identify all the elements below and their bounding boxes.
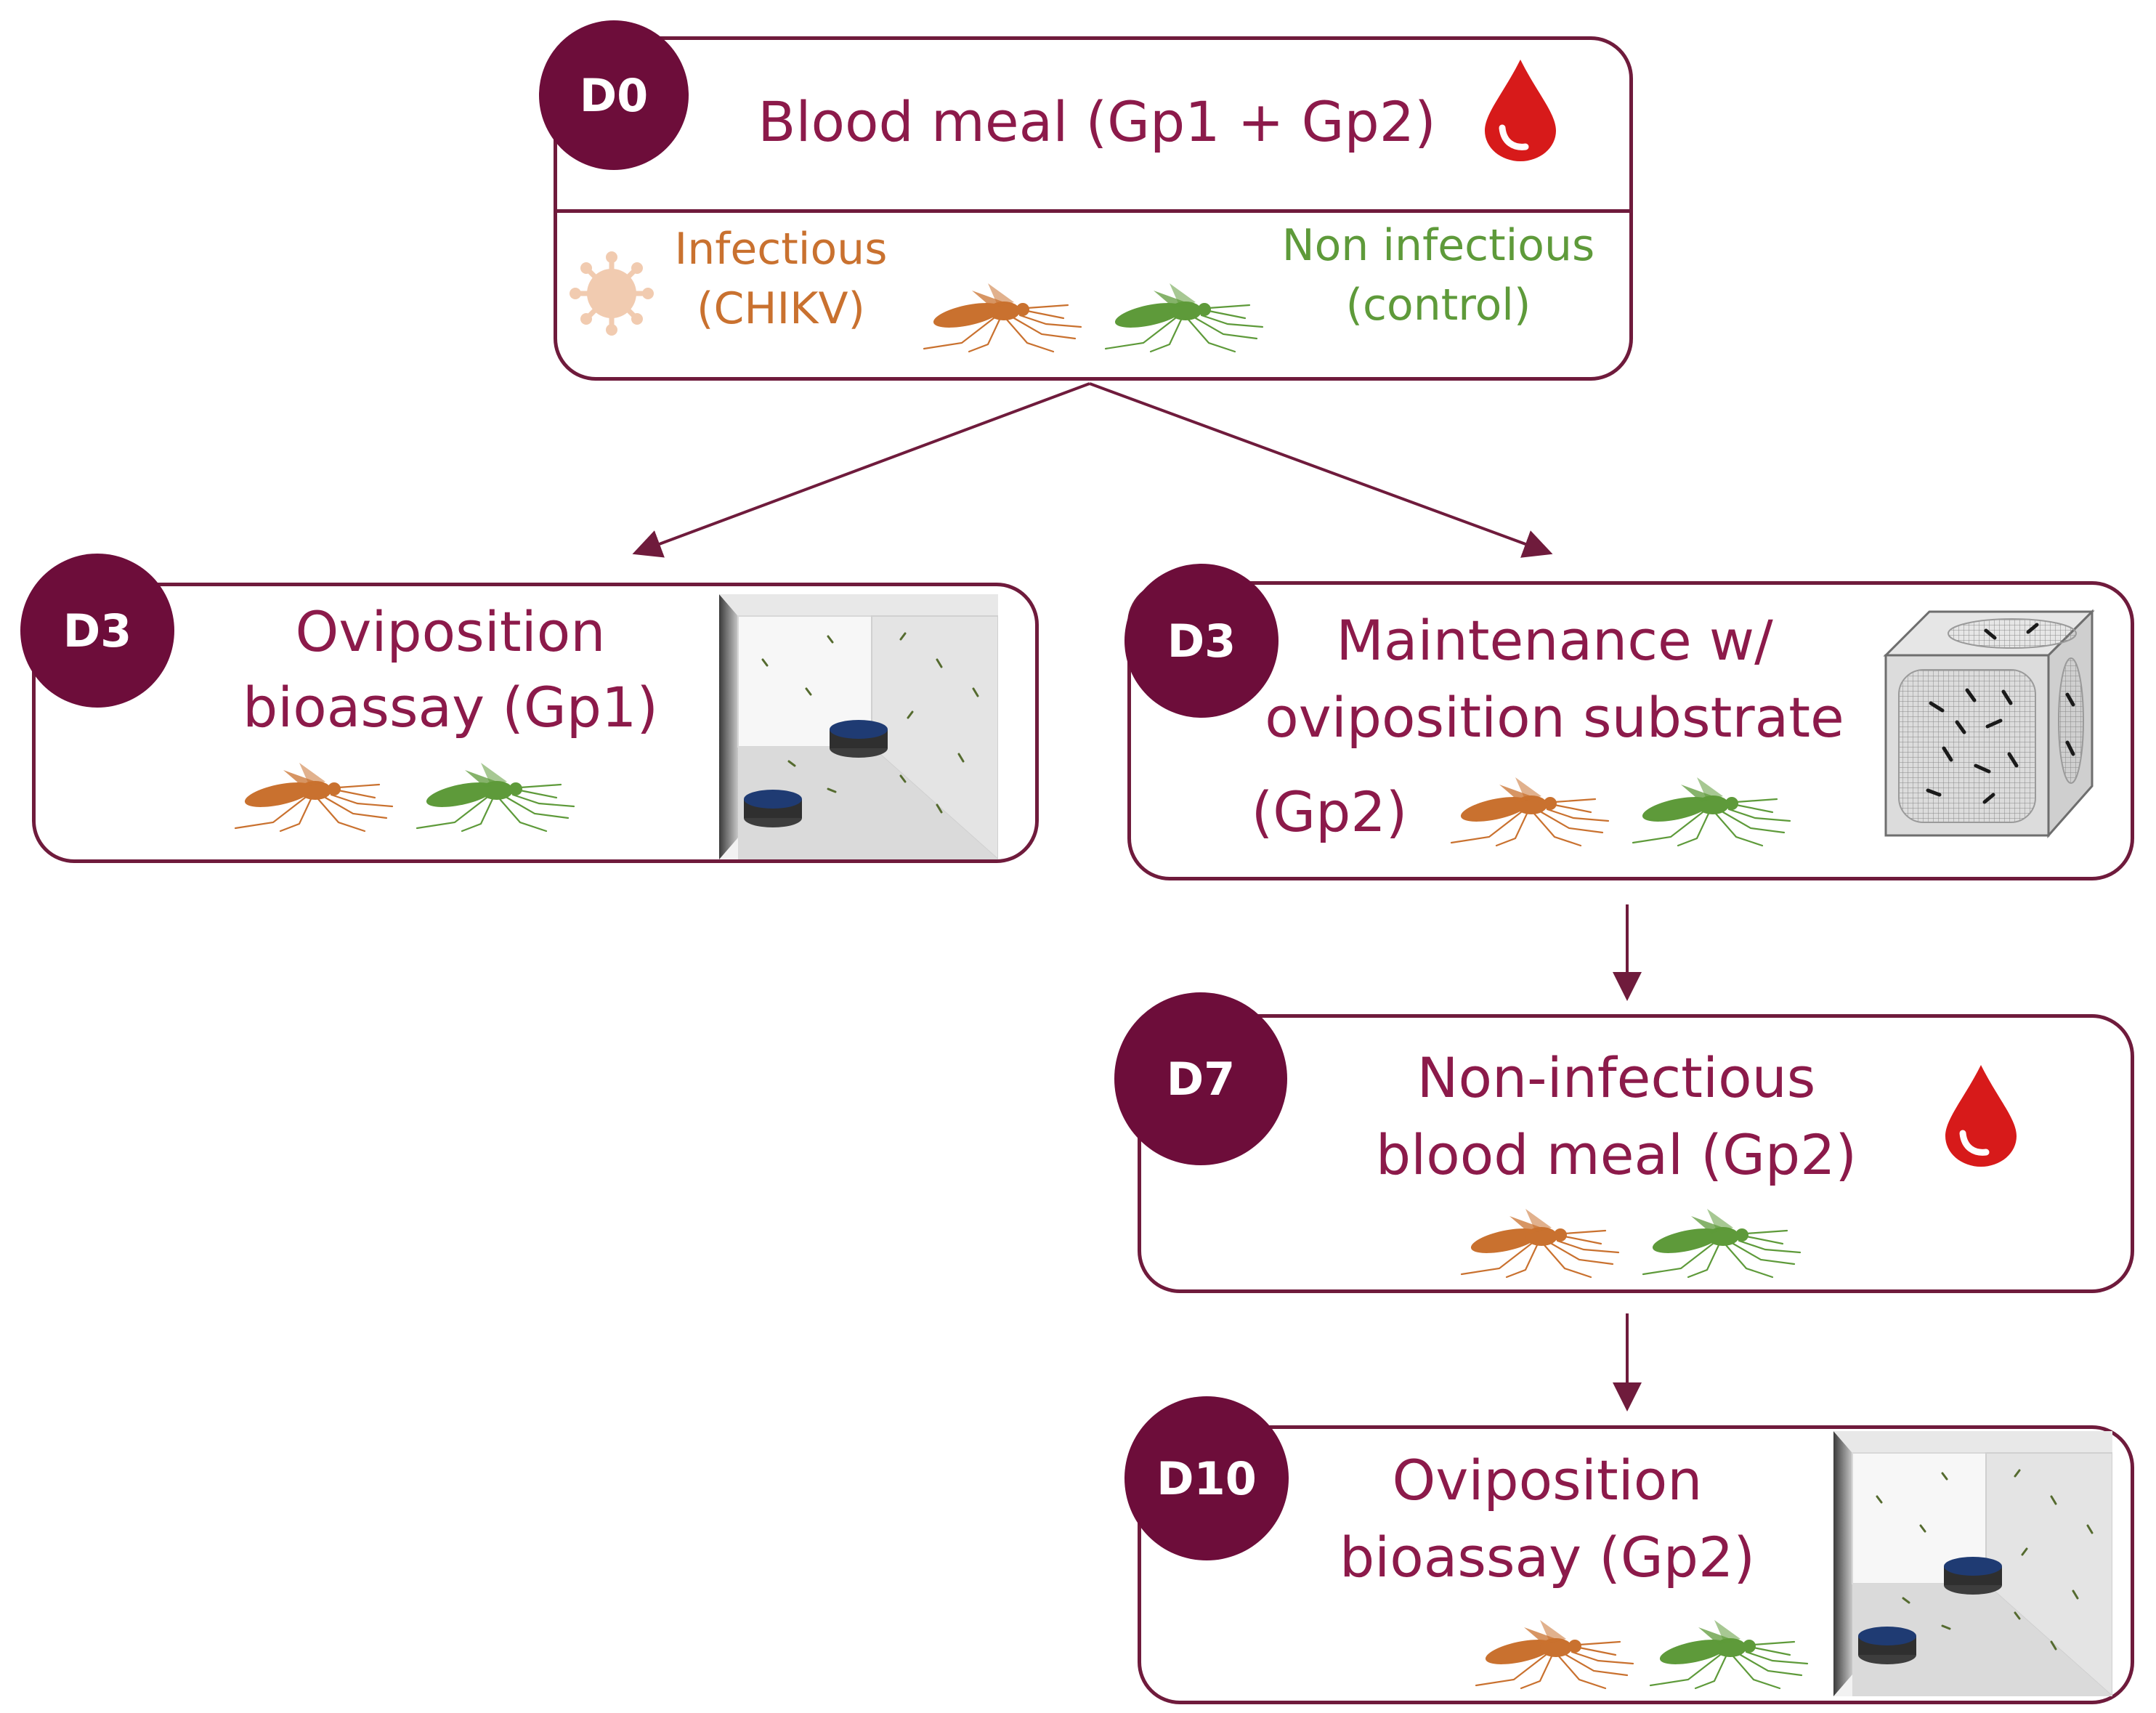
d3-right-title-line3: (Gp2) xyxy=(1251,779,1408,844)
d0-title: Blood meal (Gp1 + Gp2) xyxy=(758,89,1436,154)
mosquito-icon xyxy=(234,763,394,833)
mosquito-icon xyxy=(1632,777,1791,847)
arrow-d0-to-d3-left xyxy=(632,382,1090,558)
chikv-label: (CHIKV) xyxy=(697,283,865,334)
mosquito-icon xyxy=(923,283,1082,353)
d3-right-title-line1: Maintenance w/ xyxy=(1336,608,1773,673)
d0-badge: D0 xyxy=(539,20,689,170)
d10-title-line2: bioassay (Gp2) xyxy=(1339,1525,1756,1590)
arrow-d0-to-d3-right xyxy=(1089,382,1553,558)
d0-box xyxy=(554,36,1633,381)
blood-drop-icon xyxy=(1945,1065,2017,1167)
control-label: (control) xyxy=(1345,280,1531,331)
d3-left-badge: D3 xyxy=(20,554,174,708)
non-infectious-label: Non infectious xyxy=(1281,220,1595,271)
virus-icon xyxy=(570,251,654,336)
d10-badge: D10 xyxy=(1124,1396,1289,1560)
mosquito-icon xyxy=(1642,1209,1802,1279)
d3-right-title-line2: oviposition substrate xyxy=(1265,685,1844,750)
cage-icon xyxy=(1833,1431,2112,1696)
d3-left-title-line1: Oviposition xyxy=(295,599,606,664)
d7-title-line1: Non-infectious xyxy=(1417,1045,1816,1110)
blood-drop-icon xyxy=(1485,60,1556,161)
mesh-cage-icon xyxy=(1883,609,2095,838)
cage-icon xyxy=(719,594,998,859)
d0-divider xyxy=(557,209,1629,213)
mosquito-icon xyxy=(1104,283,1264,353)
infectious-label: Infectious xyxy=(674,224,888,275)
d7-badge: D7 xyxy=(1114,992,1287,1165)
d7-title-line2: blood meal (Gp2) xyxy=(1375,1122,1857,1187)
d3-left-title-line2: bioassay (Gp1) xyxy=(242,675,659,740)
mosquito-icon xyxy=(1649,1620,1809,1690)
d10-title-line1: Oviposition xyxy=(1392,1448,1703,1512)
mosquito-icon xyxy=(1475,1620,1634,1690)
mosquito-icon xyxy=(416,763,575,833)
d3-right-badge: D3 xyxy=(1124,564,1278,718)
mosquito-icon xyxy=(1460,1209,1620,1279)
mosquito-icon xyxy=(1450,777,1610,847)
